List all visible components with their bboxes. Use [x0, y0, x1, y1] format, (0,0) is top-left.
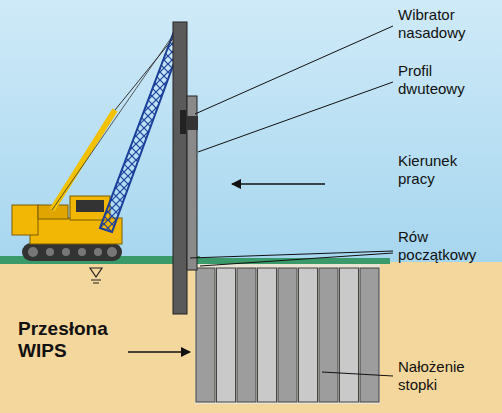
wall-panel	[360, 268, 379, 402]
crane-window	[76, 200, 104, 212]
crane-cable	[52, 28, 178, 210]
wall-panel	[237, 268, 256, 402]
wall-panel	[258, 268, 277, 402]
leader-lines	[190, 26, 393, 376]
wall-panels	[196, 268, 379, 402]
water-table-symbol	[91, 280, 101, 281]
vibrator	[180, 110, 186, 134]
vibrator	[184, 116, 198, 130]
wall-panel	[299, 268, 318, 402]
i-beam-profile	[173, 22, 187, 314]
water-table-symbol	[90, 268, 102, 277]
part-label: Nałożenie stopki	[398, 358, 498, 394]
part-label: Wibrator nasadowy	[398, 6, 498, 42]
trench	[195, 264, 380, 404]
crane-track	[22, 243, 122, 261]
crane-cable	[115, 30, 180, 110]
wall-arrow	[128, 351, 190, 353]
wall-panel	[319, 268, 338, 402]
crane-wheels	[28, 247, 117, 257]
wall-panel	[278, 268, 297, 402]
wall-panel	[217, 268, 236, 402]
crane-mast	[52, 110, 115, 210]
crane-counterweight	[12, 205, 38, 235]
wall-label: Przesłona WIPS	[18, 318, 136, 362]
direction-label: Kierunek pracy	[398, 152, 490, 188]
part-label: Rów początkowy	[398, 228, 498, 264]
wall-panel	[340, 268, 359, 402]
part-label: Profil dwuteowy	[398, 62, 498, 98]
ground	[0, 262, 502, 413]
water-table-symbol	[93, 283, 99, 284]
direction-arrow	[232, 183, 325, 185]
wall-panel	[196, 268, 215, 402]
ground-surface	[200, 258, 390, 264]
